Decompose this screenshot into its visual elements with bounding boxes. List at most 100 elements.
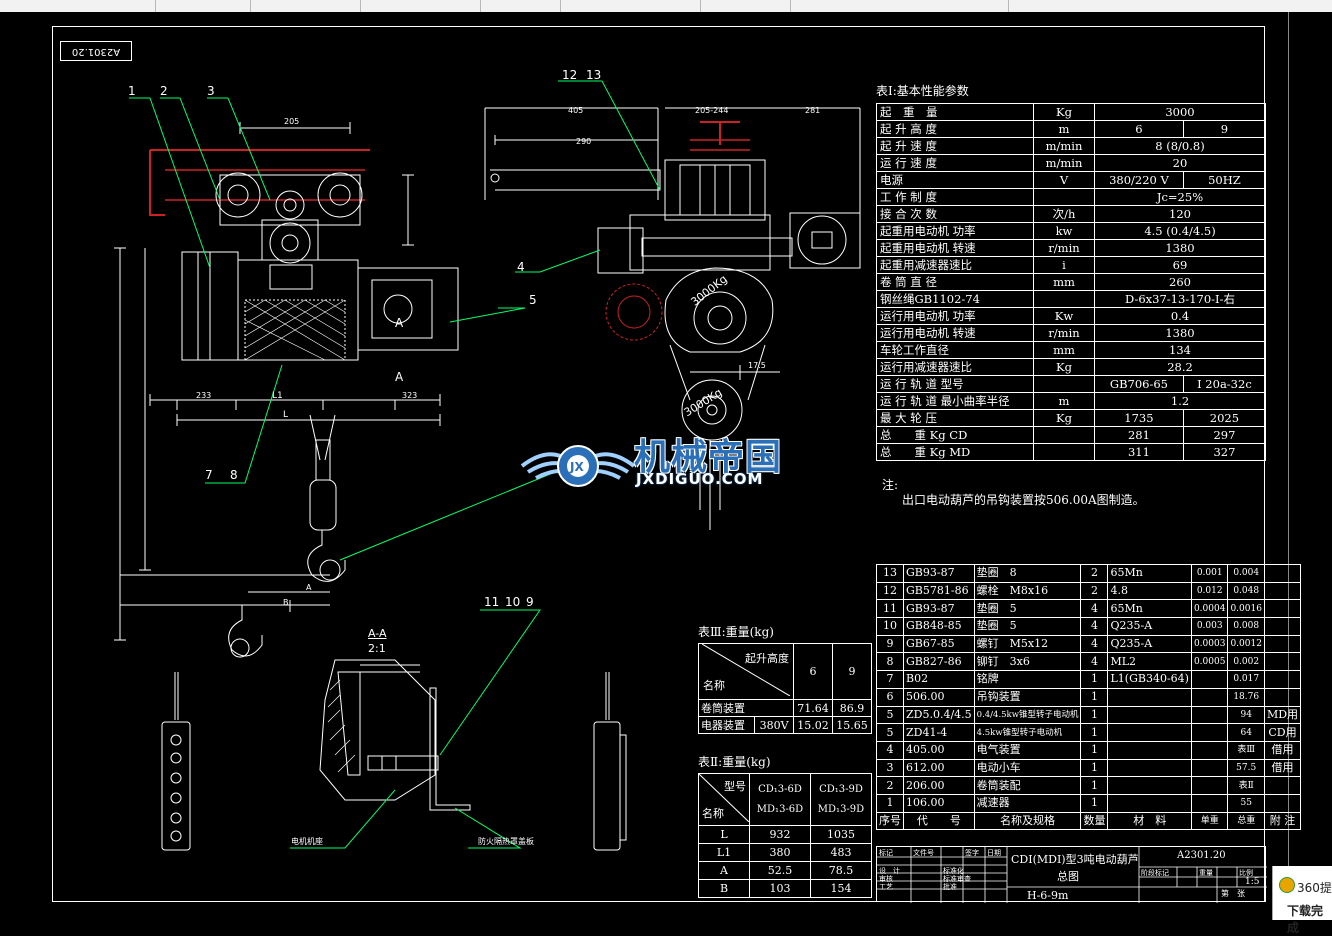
dim-205: 205: [284, 117, 300, 126]
table1-cell: i: [1033, 256, 1095, 274]
bom-cell: 1: [1080, 705, 1109, 725]
bom-cell: [1190, 723, 1229, 742]
table1-cell: 311: [1094, 443, 1184, 461]
bom-cell: 612.00: [903, 758, 975, 778]
bom-cell: 垫圈 5: [973, 599, 1082, 619]
notification-status: 下载完成: [1287, 904, 1324, 935]
table1-cell: 最 大 轮 压: [876, 409, 1034, 427]
tb-label-check: 审核: [879, 875, 893, 883]
tb-model: H-6-9m: [1027, 889, 1069, 902]
bom-header-cell: 附 注: [1263, 811, 1302, 831]
table1-cell: Kg: [1033, 409, 1095, 427]
bom-cell: 0.0005: [1190, 652, 1229, 672]
dim-290: 290: [576, 137, 592, 146]
table1-cell: 次/h: [1033, 205, 1095, 223]
table1-cell: Jc=25%: [1094, 188, 1266, 206]
table1-cell: GB706-65: [1094, 375, 1184, 393]
bom-cell: [1107, 705, 1192, 725]
bom-cell: 4: [1080, 634, 1109, 654]
bom-cell: [1107, 758, 1192, 778]
bom-cell: 0.0012: [1227, 634, 1265, 654]
table3-corner-bottom: 名称: [703, 679, 725, 692]
table2-cell: B: [698, 879, 750, 898]
bom-cell: 7: [876, 670, 904, 689]
bom-cell: [1263, 581, 1302, 601]
part-label-10: 10: [505, 595, 521, 609]
tb-label-doc: 文件号: [913, 849, 934, 857]
tb-label-std2: 标准审查: [943, 875, 971, 883]
table1-cell: 2025: [1182, 409, 1267, 427]
tb-code: A2301.20: [1177, 850, 1226, 861]
bom-cell: 12: [876, 581, 904, 601]
table1-cell: D-6x37-13-170-Ⅰ-右: [1094, 290, 1266, 308]
bom-cell: 螺钉 M5x12: [973, 634, 1082, 654]
table1-cell: 1735: [1094, 409, 1184, 427]
bom-cell: GB848-85: [903, 617, 975, 636]
tb-label-design: 设 计: [879, 867, 900, 875]
table2-cell: 932: [749, 825, 811, 844]
table1-cell: 运 行 轨 道 型号: [876, 375, 1034, 393]
bom-cell: 表Ⅱ: [1227, 776, 1265, 795]
table1-cell: 运行用电动机 功率: [876, 307, 1034, 325]
bom-cell: Q235-A: [1107, 617, 1192, 636]
bom-cell: ZD41-4: [903, 723, 975, 742]
bom-cell: 1: [1080, 793, 1109, 813]
download-notification[interactable]: 360提 下载完成: [1272, 866, 1332, 935]
table1-cell: 0.4: [1094, 307, 1266, 325]
table2-corner-bottom: 名称: [702, 807, 724, 820]
note-label: 注:: [882, 478, 899, 492]
tb-scale: 1:5: [1245, 877, 1260, 887]
table1-cell: m/min: [1033, 154, 1095, 172]
table1-cell: 260: [1094, 273, 1266, 291]
bom-header-cell: 代 号: [903, 811, 975, 831]
bom-cell: 1: [1080, 758, 1109, 778]
bom-cell: GB93-87: [903, 564, 975, 583]
table1-cell: 6: [1094, 120, 1184, 138]
bom-cell: [1263, 687, 1302, 707]
logo-chinese-text: 机械帝国: [634, 437, 783, 478]
bom-cell: 垫圈 8: [973, 564, 1082, 583]
bom-cell: 0.4/4.5kw锥型转子电动机: [973, 705, 1082, 725]
table1-cell: Kg: [1033, 103, 1095, 121]
bom-cell: 4: [1080, 599, 1109, 619]
bom-cell: 2: [1080, 564, 1109, 583]
dim-l1: L1: [272, 391, 283, 401]
dim-405: 405: [568, 106, 584, 115]
part-label-9: 9: [526, 595, 534, 609]
bom-cell: 0.017: [1227, 670, 1265, 689]
table2-cell: 380: [749, 843, 811, 862]
section-left-note: 电机机座: [291, 837, 323, 846]
view-mark-a-bottom: A: [395, 370, 404, 384]
bom-cell: 4.8: [1107, 581, 1192, 601]
tb-label-process: 工艺: [879, 883, 893, 891]
table1-cell: 20: [1094, 154, 1266, 172]
drawing-frame: [52, 26, 1265, 902]
table3-row-sub: 380V: [754, 716, 795, 734]
table1-cell: 3000: [1094, 103, 1266, 121]
tb-label-date: 日期: [987, 849, 1001, 857]
bom-cell: GB67-85: [903, 634, 975, 654]
table1-cell: 运 行 轨 道 最小曲率半径: [876, 392, 1034, 410]
site-watermark-logo: JX 机械帝国 JXDIGUO.COM: [518, 426, 818, 496]
bom-cell: 0.0004: [1190, 599, 1229, 619]
table1-cell: 运行用电动机 转速: [876, 324, 1034, 342]
bom-cell: [1263, 564, 1302, 583]
part-label-5: 5: [529, 293, 537, 307]
note-text: 出口电动葫芦的吊钩装置按506.00A图制造。: [902, 493, 1145, 507]
bom-cell: 106.00: [903, 793, 975, 813]
